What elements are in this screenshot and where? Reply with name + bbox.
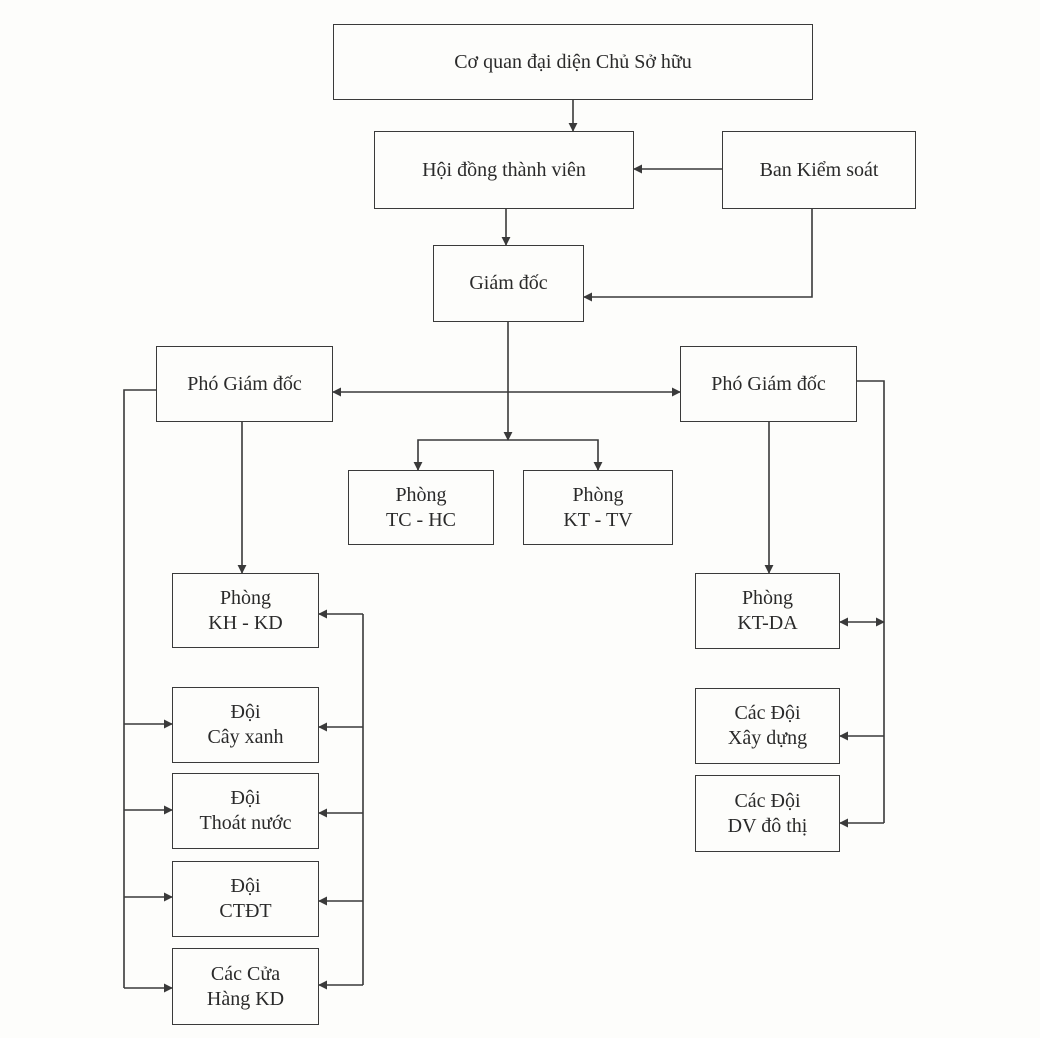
box-stores-kd: Các Cửa Hàng KD (172, 948, 319, 1025)
line-right-bus (857, 380, 885, 823)
box-owner-representative: Cơ quan đại diện Chủ Sở hữu (333, 24, 813, 100)
box-teams-dv-do-thi: Các Đội DV đô thị (695, 775, 840, 852)
arrow-to-tc-hc (413, 439, 508, 471)
team-ctdt-line2: CTĐT (219, 900, 272, 922)
box-supervisory-board: Ban Kiểm soát (722, 131, 916, 209)
line-left-bus (123, 389, 156, 988)
box-dept-tc-hc: Phòng TC - HC (348, 470, 494, 545)
teams-dv-do-thi-line2: DV đô thị (727, 814, 808, 837)
dept-kh-kd-line1: Phòng (219, 586, 272, 609)
dept-kt-tv-line2: KT - TV (563, 508, 633, 531)
box-team-ctdt: Đội CTĐT (172, 861, 319, 937)
teams-dv-do-thi-line1: Các Đội (734, 789, 801, 812)
team-ctdt-line1: Đội (230, 875, 261, 897)
stores-kd-line1: Các Cửa (210, 962, 281, 985)
stores-kd-line2: Hàng KD (206, 987, 285, 1010)
box-team-thoat-nuoc: Đội Thoát nước (172, 773, 319, 849)
deputy-left-label: Phó Giám đốc (187, 372, 302, 395)
deputy-right-label: Phó Giám đốc (711, 372, 826, 395)
team-thoat-nuoc-line1: Đội (230, 787, 261, 809)
dept-tc-hc-line2: TC - HC (386, 508, 456, 531)
director-label: Giám đốc (469, 272, 548, 294)
box-dept-kh-kd: Phòng KH - KD (172, 573, 319, 648)
box-deputy-director-right: Phó Giám đốc (680, 346, 857, 422)
box-dept-kt-da: Phòng KT-DA (695, 573, 840, 649)
box-dept-kt-tv: Phòng KT - TV (523, 470, 673, 545)
members-council-label: Hội đồng thành viên (422, 158, 586, 181)
box-teams-xay-dung: Các Đội Xây dựng (695, 688, 840, 764)
supervisory-board-label: Ban Kiểm soát (759, 158, 879, 181)
teams-xay-dung-line1: Các Đội (734, 702, 801, 724)
arrow-supervisory-to-director (583, 209, 813, 302)
dept-kt-tv-line1: Phòng (572, 483, 624, 506)
dept-kh-kd-line2: KH - KD (208, 611, 283, 634)
box-director: Giám đốc (433, 245, 584, 322)
dept-kt-da-line2: KT-DA (737, 612, 798, 634)
box-members-council: Hội đồng thành viên (374, 131, 634, 209)
dept-tc-hc-line1: Phòng (395, 483, 447, 506)
arrow-to-kt-tv (508, 439, 603, 471)
team-cay-xanh-line2: Cây xanh (207, 726, 284, 748)
teams-xay-dung-line2: Xây dựng (727, 727, 808, 749)
team-thoat-nuoc-line2: Thoát nước (199, 812, 292, 834)
team-cay-xanh-line1: Đội (230, 701, 261, 723)
box-deputy-director-left: Phó Giám đốc (156, 346, 333, 422)
owner-rep-label: Cơ quan đại diện Chủ Sở hữu (454, 50, 692, 73)
box-team-cay-xanh: Đội Cây xanh (172, 687, 319, 763)
dept-kt-da-line1: Phòng (741, 587, 794, 609)
